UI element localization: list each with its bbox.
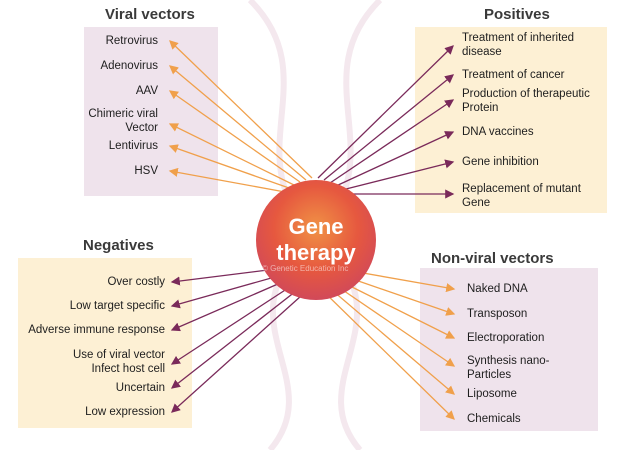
viral-item: HSV xyxy=(134,165,158,177)
line-adverse xyxy=(170,276,295,332)
line-nano xyxy=(330,281,456,367)
viral-item: Lentivirus xyxy=(108,140,158,152)
negative-item: Use of viral vector Infect host cell xyxy=(72,349,165,375)
nonviral-item: Synthesis nano- Particles xyxy=(467,355,550,381)
nonviral-item: Liposome xyxy=(467,388,517,400)
negative-item: Over costly xyxy=(107,276,165,288)
negatives-panel xyxy=(18,258,192,428)
viral-vectors-panel xyxy=(84,27,218,196)
line-adenovirus xyxy=(169,65,307,181)
viral-vectors-heading: Viral vectors xyxy=(105,6,195,23)
positive-item: Treatment of cancer xyxy=(462,69,565,81)
line-aav xyxy=(168,90,301,183)
line-electroporation xyxy=(335,278,456,339)
positive-item: DNA vaccines xyxy=(462,126,534,138)
positives-heading: Positives xyxy=(484,6,550,23)
positives-panel xyxy=(415,27,607,213)
watermark-text: © Genetic Education Inc xyxy=(262,264,349,273)
line-gene-inhibition xyxy=(341,159,455,191)
positive-item: Replacement of mutant Gene xyxy=(462,183,581,209)
viral-item: Adenovirus xyxy=(100,60,158,72)
gene-therapy-circle: Gene therapy xyxy=(256,180,376,300)
line-protein xyxy=(329,99,455,184)
line-lentivirus xyxy=(168,144,290,189)
line-chemicals xyxy=(319,287,455,420)
negative-item: Low expression xyxy=(85,406,165,418)
viral-item: Retrovirus xyxy=(105,35,158,47)
nonviral-item: Electroporation xyxy=(467,332,545,344)
line-viral-vector xyxy=(170,280,300,365)
positive-item: Treatment of inherited disease xyxy=(462,32,575,58)
positive-item: Gene inhibition xyxy=(462,156,539,168)
line-uncertain xyxy=(170,283,306,389)
line-transposon xyxy=(340,274,456,316)
negatives-heading: Negatives xyxy=(83,237,154,254)
nonviral-item: Naked DNA xyxy=(467,283,528,295)
negative-item: Low target specific xyxy=(69,300,165,312)
negative-item: Uncertain xyxy=(115,382,165,394)
line-low-expression xyxy=(171,286,312,413)
line-chimeric xyxy=(168,123,295,186)
line-hsv xyxy=(168,167,286,193)
viral-item: Chimeric viral Vector xyxy=(88,108,158,134)
negative-item: Adverse immune response xyxy=(28,324,165,336)
line-cancer xyxy=(323,74,455,181)
non-viral-vectors-panel xyxy=(420,268,598,431)
line-inherited xyxy=(317,45,454,179)
center-title-line1: Gene xyxy=(288,214,344,239)
line-liposome xyxy=(325,284,455,395)
line-dna-vaccines xyxy=(335,131,455,187)
non-viral-vectors-heading: Non-viral vectors xyxy=(431,250,554,267)
line-retrovirus xyxy=(169,40,313,179)
nonviral-item: Transposon xyxy=(467,308,528,320)
nonviral-item: Chemicals xyxy=(467,413,521,425)
center-title-line2: therapy xyxy=(276,240,356,265)
viral-item: AAV xyxy=(135,85,158,97)
positive-item: Production of therapeutic Protein xyxy=(462,88,590,114)
